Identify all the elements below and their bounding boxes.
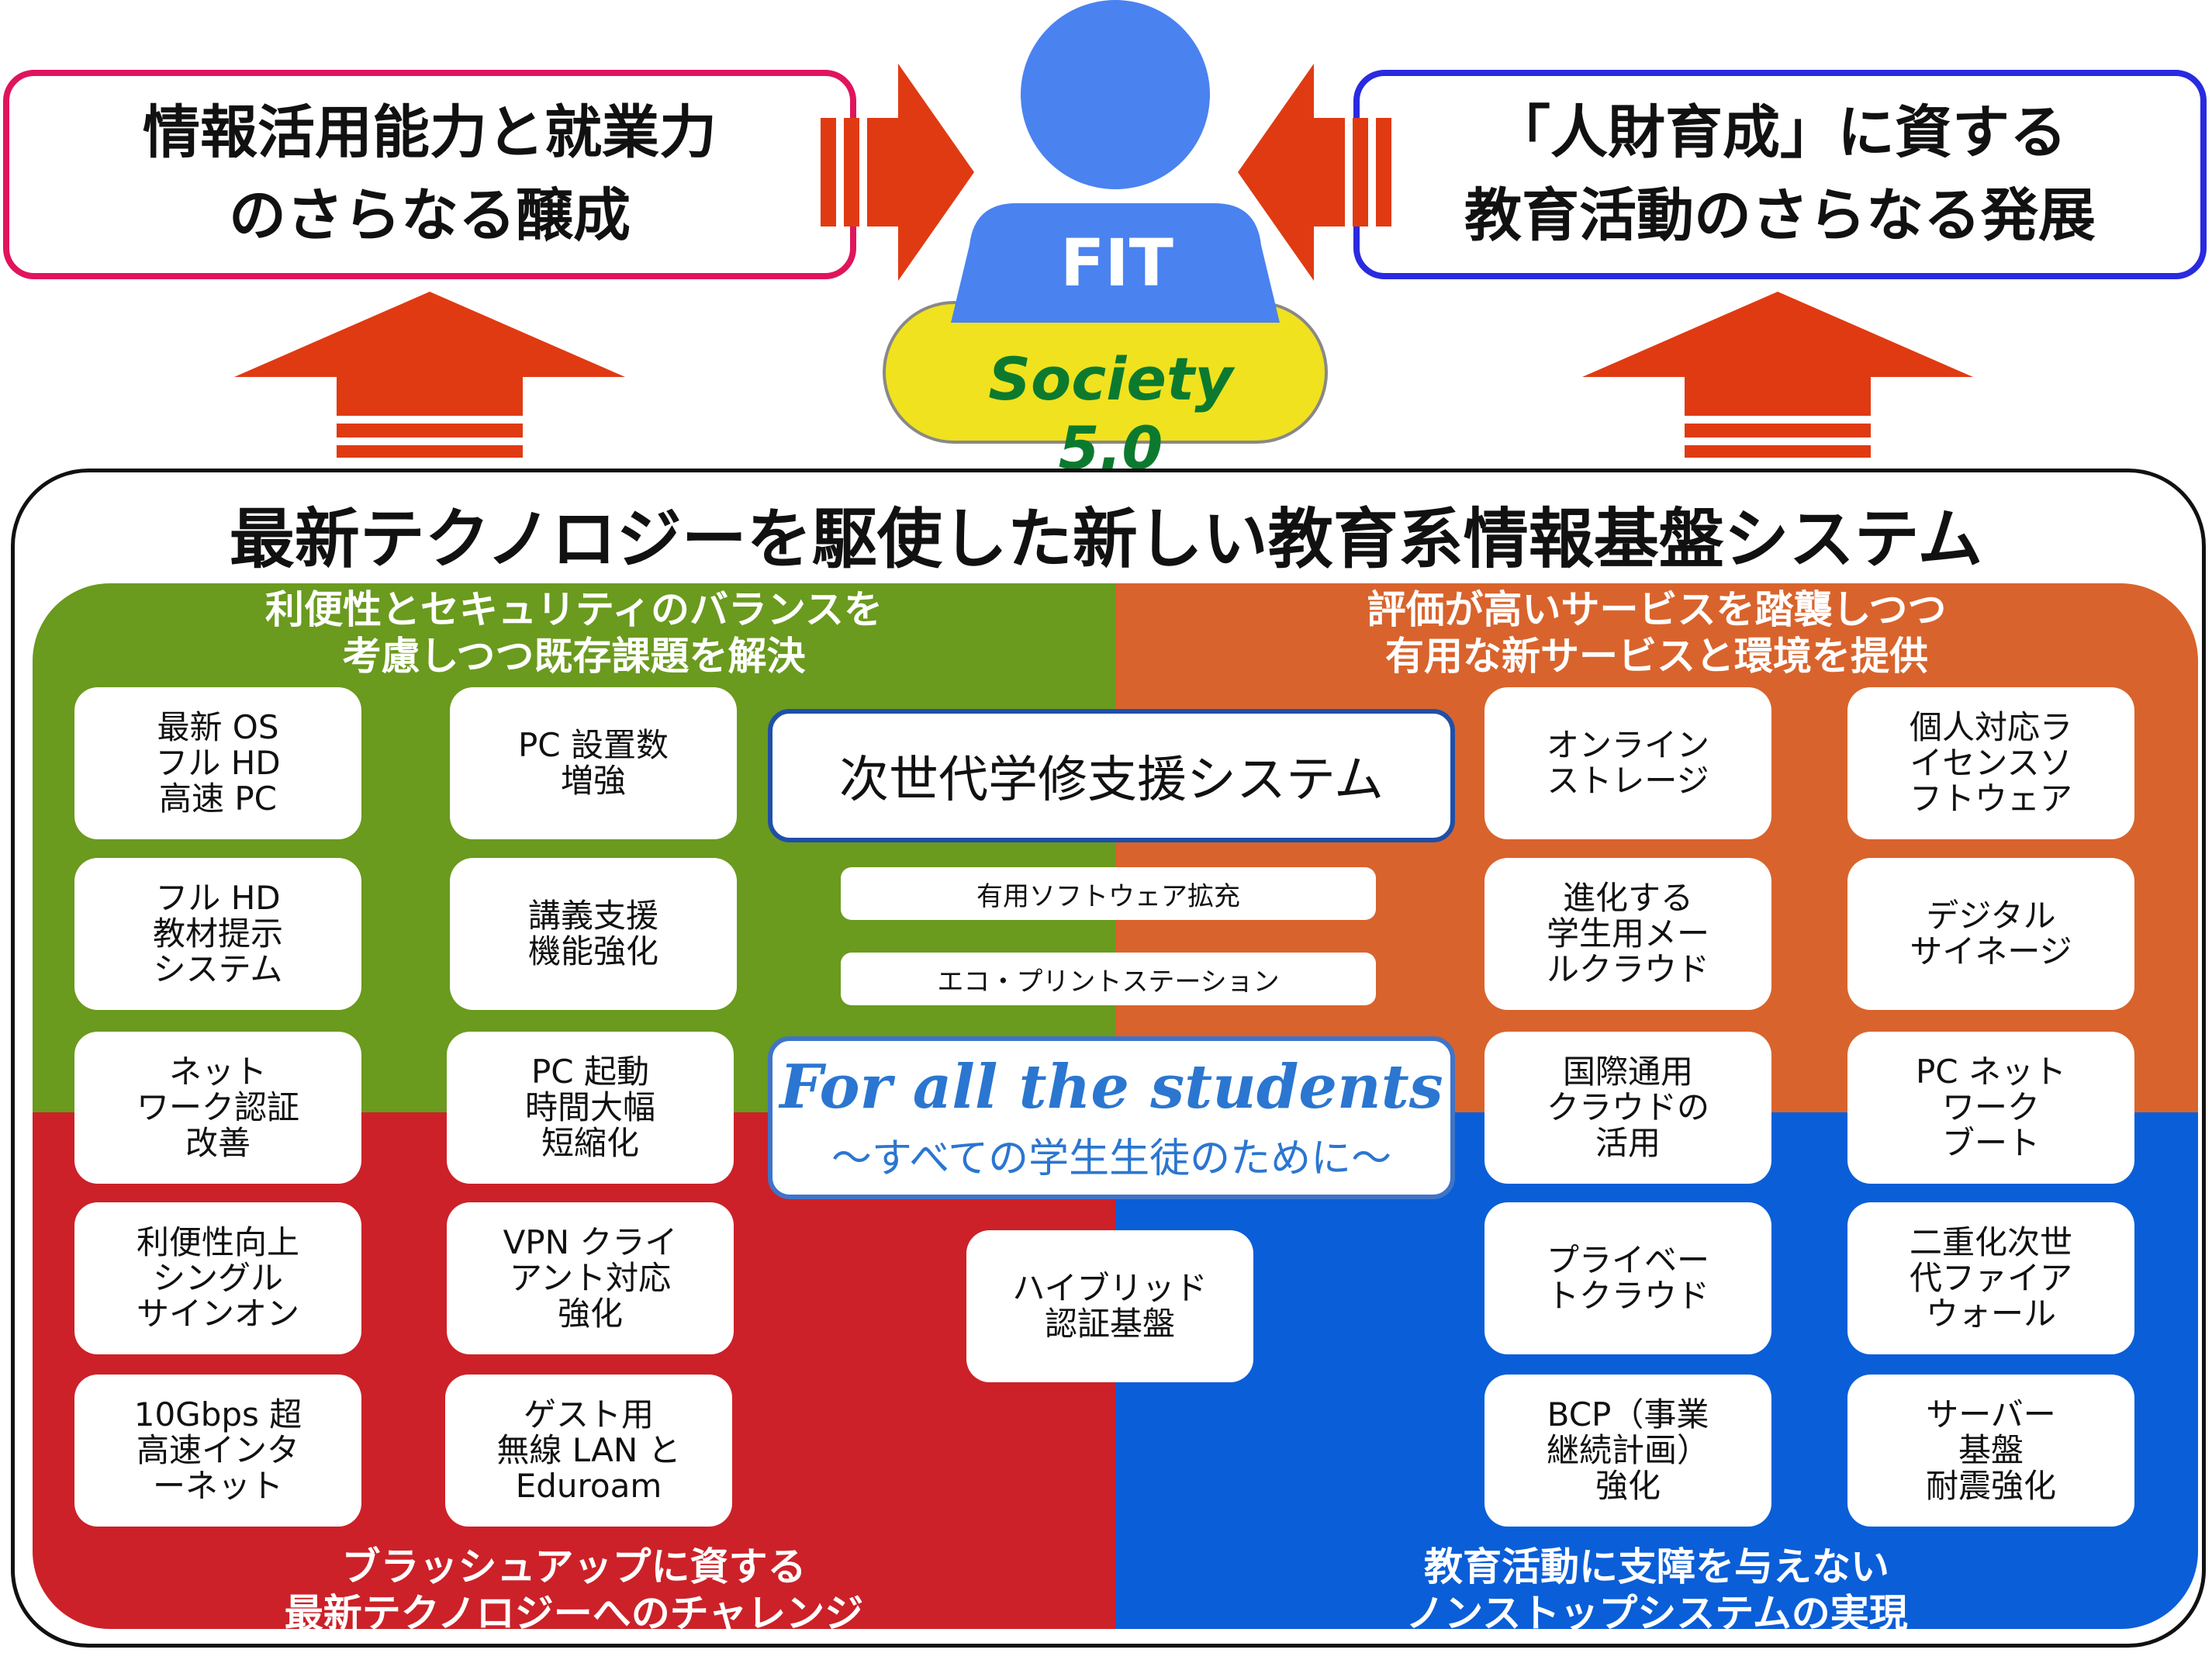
quadrant-red-line2: 最新テクノロジーへのチャレンジ xyxy=(284,1591,864,1636)
card-online-storage: オンライン ストレージ xyxy=(1484,687,1771,839)
quadrant-blue-label: 教育活動に支障を与えない ノンストップシステムの実現 xyxy=(1115,1544,2198,1637)
card-latest-os: 最新 OS フル HD 高速 PC xyxy=(74,687,361,839)
quadrant-orange-label: 評価が高いサービスを踏襲しつつ 有用な新サービスと環境を提供 xyxy=(1115,586,2198,680)
goal-left-line2: のさらなる醸成 xyxy=(229,182,631,249)
quadrant-orange-line1: 評価が高いサービスを踏襲しつつ xyxy=(1367,587,1947,632)
card-personal-license: 個人対応ラ イセンスソ フトウェア xyxy=(1847,687,2134,839)
goal-box-left: 情報活用能力と就業力 のさらなる醸成 xyxy=(3,70,856,279)
core-system-box: 次世代学修支援システム xyxy=(768,709,1455,842)
motto-box: For all the students 〜すべての学生生徒のために〜 xyxy=(768,1036,1455,1199)
goal-box-right: 「人財育成」に資する 教育活動のさらなる発展 xyxy=(1353,70,2207,279)
motto-english: For all the students xyxy=(779,1052,1443,1122)
card-server-seismic: サーバー 基盤 耐震強化 xyxy=(1847,1375,2134,1527)
arrow-left-icon xyxy=(1238,64,1391,281)
card-pc-network-boot: PC ネット ワーク ブート xyxy=(1847,1032,2134,1184)
card-10gbps: 10Gbps 超 高速インタ ーネット xyxy=(74,1375,361,1527)
card-single-signon: 利便性向上 シングル サインオン xyxy=(74,1202,361,1354)
card-mail-cloud: 進化する 学生用メー ルクラウド xyxy=(1484,858,1771,1010)
quadrant-red-label: ブラッシュアップに資する 最新テクノロジーへのチャレンジ xyxy=(33,1544,1115,1637)
quadrant-green-label: 利便性とセキュリティのバランスを 考慮しつつ既存課題を解決 xyxy=(33,586,1115,680)
pill-software: 有用ソフトウェア拡充 xyxy=(841,867,1376,920)
arrow-up-left-icon xyxy=(234,292,625,458)
motto-japanese: 〜すべての学生生徒のために〜 xyxy=(831,1136,1392,1182)
quadrant-green xyxy=(33,583,1115,1112)
pill-eco-print: エコ・プリントステーション xyxy=(841,953,1376,1005)
goal-right-line2: 教育活動のさらなる発展 xyxy=(1464,182,2096,249)
card-firewall: 二重化次世 代ファイア ウォール xyxy=(1847,1202,2134,1354)
quadrant-blue-line2: ノンストップシステムの実現 xyxy=(1405,1591,1908,1636)
card-vpn-client: VPN クライ アント対応 強化 xyxy=(447,1202,734,1354)
card-hybrid-auth: ハイブリッド 認証基盤 xyxy=(966,1230,1253,1382)
quadrant-red-line1: ブラッシュアップに資する xyxy=(341,1544,807,1589)
quadrant-green-line2: 考慮しつつ既存課題を解決 xyxy=(342,634,806,679)
quadrant-green-line1: 利便性とセキュリティのバランスを xyxy=(265,587,883,632)
card-pc-count: PC 設置数 増強 xyxy=(450,687,737,839)
card-network-auth: ネット ワーク認証 改善 xyxy=(74,1032,361,1184)
card-pc-boot-time: PC 起動 時間大幅 短縮化 xyxy=(447,1032,734,1184)
arrow-up-right-icon xyxy=(1582,292,1973,458)
card-guest-wifi: ゲスト用 無線 LAN と Eduroam xyxy=(445,1375,732,1527)
card-bcp: BCP（事業 継続計画） 強化 xyxy=(1484,1375,1771,1527)
goal-left-line1: 情報活用能力と就業力 xyxy=(143,99,717,166)
quadrant-orange-line2: 有用な新サービスと環境を提供 xyxy=(1385,634,1928,679)
fit-badge: FIT xyxy=(1060,225,1173,301)
society-label: Society 5.0 xyxy=(988,344,1233,482)
goal-right-line1: 「人財育成」に資する xyxy=(1493,99,2067,166)
arrows-and-figure xyxy=(234,0,1973,458)
quadrant-blue-line1: 教育活動に支障を与えない xyxy=(1424,1544,1889,1589)
card-lecture-support: 講義支援 機能強化 xyxy=(450,858,737,1010)
arrow-right-icon xyxy=(821,64,974,281)
frame-title: 最新テクノロジーを駆使した新しい教育系情報基盤システム xyxy=(229,501,1983,577)
card-fullhd-presentation: フル HD 教材提示 システム xyxy=(74,858,361,1010)
card-intl-cloud: 国際通用 クラウドの 活用 xyxy=(1484,1032,1771,1184)
card-digital-signage: デジタル サイネージ xyxy=(1847,858,2134,1010)
person-icon xyxy=(951,0,1280,323)
card-private-cloud: プライベー トクラウド xyxy=(1484,1202,1771,1354)
quadrant-orange xyxy=(1115,583,2198,1112)
